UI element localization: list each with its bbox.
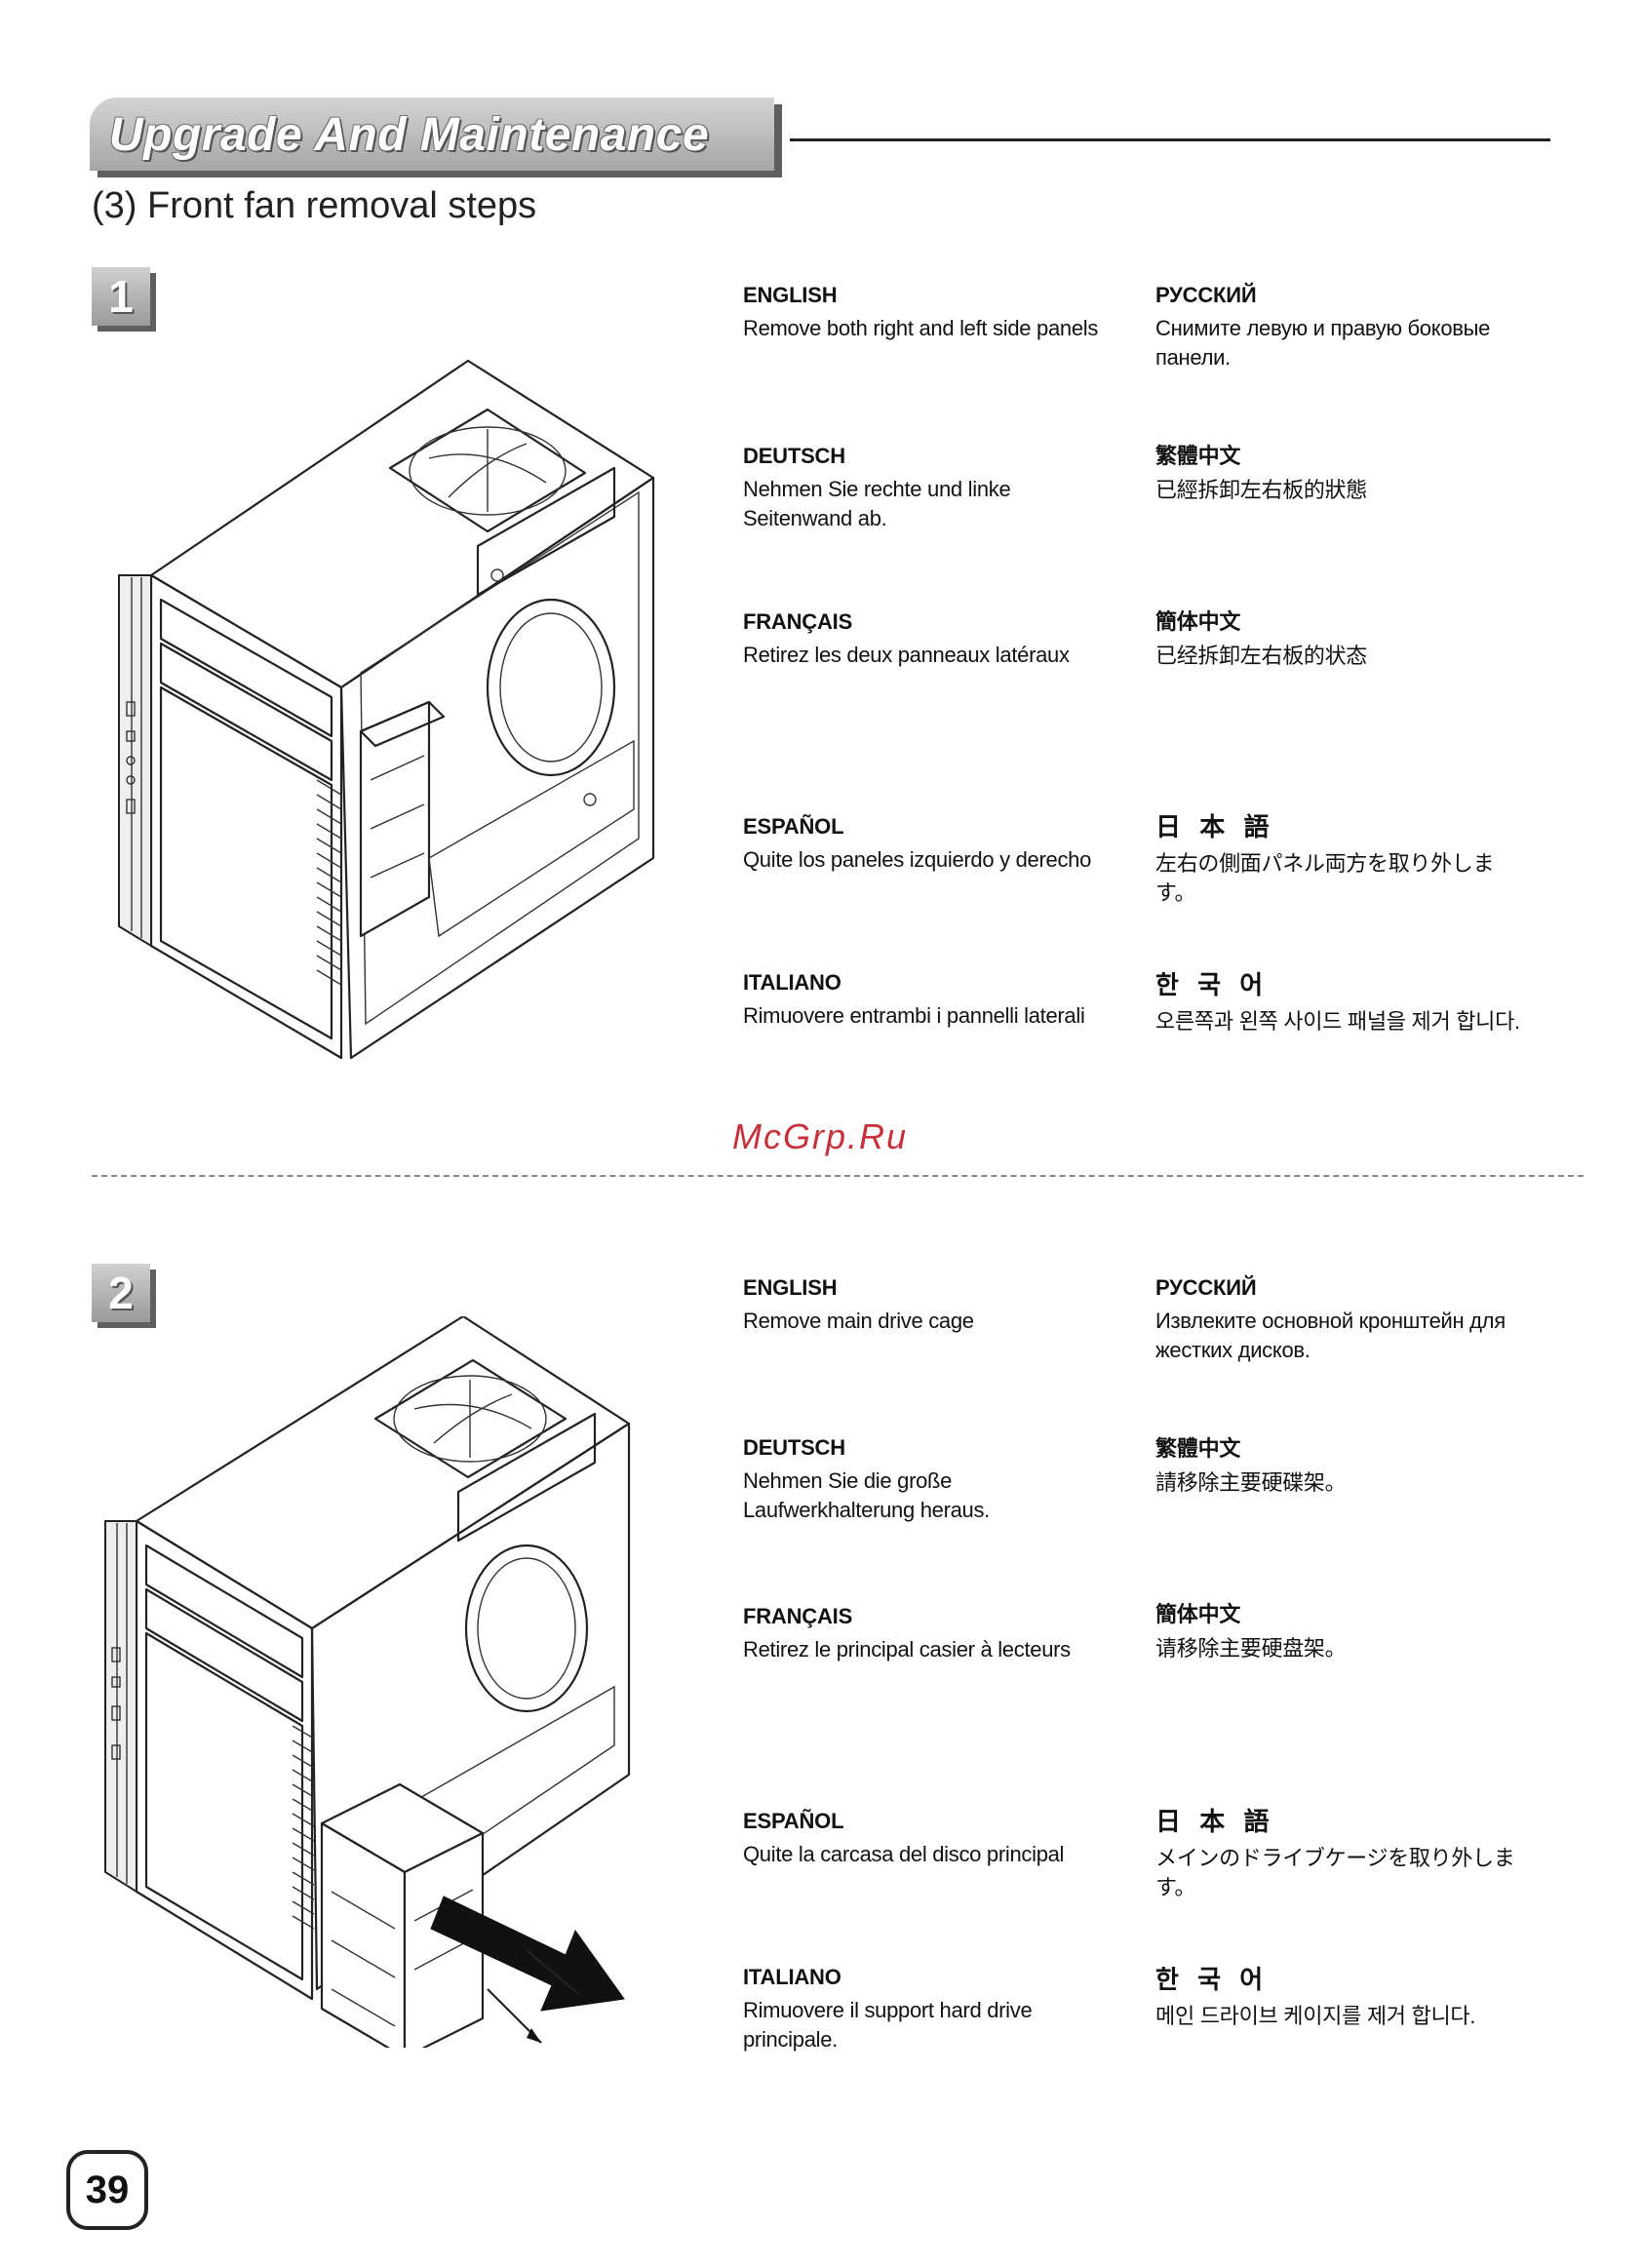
section-header-tab bbox=[90, 98, 774, 171]
step-1-trad-chinese: 繁體中文 已經拆卸左右板的狀態 bbox=[1155, 439, 1526, 505]
lang-text-deutsch: Nehmen Sie die große Laufwerkhalterung h… bbox=[743, 1468, 990, 1522]
step-1-russian: РУССКИЙ Снимите левую и правую боковые п… bbox=[1155, 283, 1526, 372]
step-divider bbox=[92, 1175, 1584, 1177]
lang-title-deutsch: DEUTSCH bbox=[743, 1435, 845, 1460]
header-rule bbox=[790, 138, 1550, 141]
lang-text-espanol: Quite la carcasa del disco principal bbox=[743, 1842, 1065, 1866]
page-number: 39 bbox=[66, 2150, 148, 2230]
lang-text-simp-chinese: 请移除主要硬盘架。 bbox=[1155, 1636, 1347, 1661]
lang-title-russian: РУССКИЙ bbox=[1155, 283, 1257, 307]
step-2-korean: 한 국 어 메인 드라이브 케이지를 제거 합니다. bbox=[1155, 1960, 1526, 2031]
lang-title-espanol: ESPAÑOL bbox=[743, 814, 844, 839]
lang-text-japanese: 左右の側面パネル両方を取り外します。 bbox=[1155, 851, 1495, 905]
step-1-italiano: ITALIANO Rimuovere entrambi i pannelli l… bbox=[743, 970, 1114, 1031]
step-1-badge: 1 bbox=[92, 267, 150, 326]
step-2-italiano: ITALIANO Rimuovere il support hard drive… bbox=[743, 1965, 1114, 2054]
watermark: McGrp.Ru bbox=[732, 1116, 909, 1156]
step-2-simp-chinese: 簡体中文 请移除主要硬盘架。 bbox=[1155, 1597, 1526, 1663]
lang-text-english: Remove main drive cage bbox=[743, 1309, 974, 1333]
lang-title-francais: FRANÇAIS bbox=[743, 1604, 853, 1628]
step-2-case-illustration bbox=[104, 1316, 631, 2048]
lang-title-deutsch: DEUTSCH bbox=[743, 444, 845, 468]
step-2-espanol: ESPAÑOL Quite la carcasa del disco princ… bbox=[743, 1809, 1114, 1869]
step-1-korean: 한 국 어 오른쪽과 왼쪽 사이드 패널을 제거 합니다. bbox=[1155, 965, 1526, 1036]
step-2-russian: РУССКИЙ Извлеките основной кронштейн для… bbox=[1155, 1275, 1526, 1365]
step-1-japanese: 日 本 語 左右の側面パネル両方を取り外します。 bbox=[1155, 807, 1526, 908]
lang-text-japanese: メインのドライブケージを取り外します。 bbox=[1155, 1846, 1515, 1899]
lang-text-francais: Retirez les deux panneaux latéraux bbox=[743, 643, 1070, 667]
lang-text-korean: 오른쪽과 왼쪽 사이드 패널을 제거 합니다. bbox=[1155, 1009, 1520, 1034]
lang-title-italiano: ITALIANO bbox=[743, 970, 841, 995]
step-2-badge: 2 bbox=[92, 1264, 150, 1322]
lang-title-trad-chinese: 繁體中文 bbox=[1155, 444, 1241, 468]
lang-title-korean: 한 국 어 bbox=[1155, 970, 1270, 999]
step-2-francais: FRANÇAIS Retirez le principal casier à l… bbox=[743, 1604, 1114, 1664]
page-subtitle: (3) Front fan removal steps bbox=[92, 185, 537, 226]
lang-title-english: ENGLISH bbox=[743, 1275, 838, 1300]
step-1-simp-chinese: 簡体中文 已经拆卸左右板的状态 bbox=[1155, 605, 1526, 671]
lang-title-korean: 한 국 어 bbox=[1155, 1965, 1270, 1994]
lang-title-simp-chinese: 簡体中文 bbox=[1155, 1602, 1241, 1626]
lang-text-russian: Снимите левую и правую боковые панели. bbox=[1155, 316, 1491, 370]
lang-title-espanol: ESPAÑOL bbox=[743, 1809, 844, 1833]
lang-title-english: ENGLISH bbox=[743, 283, 838, 307]
lang-title-francais: FRANÇAIS bbox=[743, 609, 853, 634]
lang-title-simp-chinese: 簡体中文 bbox=[1155, 609, 1241, 634]
lang-text-korean: 메인 드라이브 케이지를 제거 합니다. bbox=[1155, 2004, 1476, 2028]
lang-title-italiano: ITALIANO bbox=[743, 1965, 841, 1989]
lang-text-trad-chinese: 請移除主要硬碟架。 bbox=[1155, 1470, 1347, 1495]
section-title: Upgrade And Maintenance bbox=[109, 109, 710, 161]
lang-text-italiano: Rimuovere il support hard drive principa… bbox=[743, 1998, 1033, 2052]
lang-text-russian: Извлеките основной кронштейн для жестких… bbox=[1155, 1309, 1506, 1362]
lang-text-italiano: Rimuovere entrambi i pannelli laterali bbox=[743, 1003, 1085, 1028]
step-2-english: ENGLISH Remove main drive cage bbox=[743, 1275, 1114, 1336]
step-1-francais: FRANÇAIS Retirez les deux panneaux latér… bbox=[743, 609, 1114, 670]
step-2-japanese: 日 本 語 メインのドライブケージを取り外します。 bbox=[1155, 1802, 1526, 1902]
step-2-trad-chinese: 繁體中文 請移除主要硬碟架。 bbox=[1155, 1431, 1526, 1498]
step-1-espanol: ESPAÑOL Quite los paneles izquierdo y de… bbox=[743, 814, 1114, 875]
lang-text-trad-chinese: 已經拆卸左右板的狀態 bbox=[1155, 478, 1368, 502]
lang-title-trad-chinese: 繁體中文 bbox=[1155, 1436, 1241, 1461]
lang-title-russian: РУССКИЙ bbox=[1155, 1275, 1257, 1300]
lang-text-francais: Retirez le principal casier à lecteurs bbox=[743, 1637, 1071, 1662]
step-1-deutsch: DEUTSCH Nehmen Sie rechte und linke Seit… bbox=[743, 444, 1114, 533]
lang-text-deutsch: Nehmen Sie rechte und linke Seitenwand a… bbox=[743, 477, 1011, 530]
step-1-english: ENGLISH Remove both right and left side … bbox=[743, 283, 1114, 343]
step-1-case-illustration bbox=[118, 359, 655, 1060]
lang-text-english: Remove both right and left side panels bbox=[743, 316, 1099, 340]
lang-text-simp-chinese: 已经拆卸左右板的状态 bbox=[1155, 644, 1368, 668]
step-2-deutsch: DEUTSCH Nehmen Sie die große Laufwerkhal… bbox=[743, 1435, 1114, 1525]
lang-title-japanese: 日 本 語 bbox=[1155, 1807, 1275, 1836]
lang-title-japanese: 日 本 語 bbox=[1155, 812, 1275, 841]
lang-text-espanol: Quite los paneles izquierdo y derecho bbox=[743, 847, 1092, 872]
